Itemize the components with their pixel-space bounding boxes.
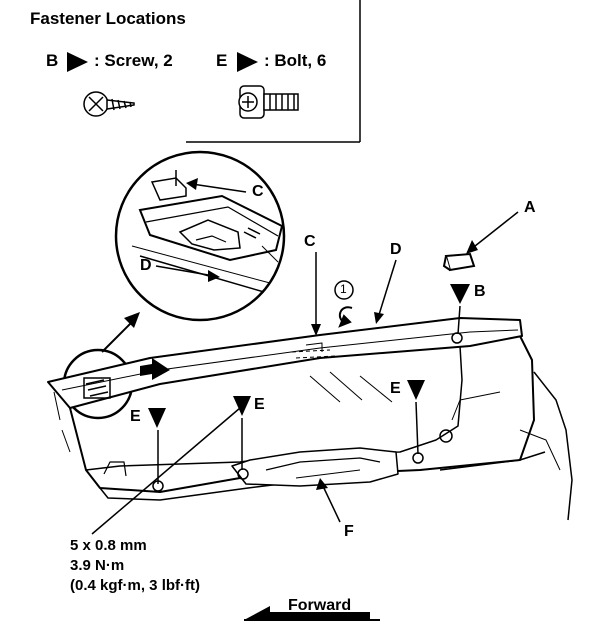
callout-c-detail: C	[252, 183, 264, 200]
bolt-icon	[238, 85, 299, 119]
clip-hatch	[83, 377, 111, 399]
screw-label: : Screw, 2	[94, 51, 173, 70]
forward-arrow	[244, 606, 380, 621]
legend-frame	[186, 0, 361, 143]
torque-imperial: (0.4 kgf·m, 3 lbf·ft)	[70, 577, 200, 594]
torque-size: 5 x 0.8 mm	[70, 537, 147, 554]
detail-magnifier	[114, 150, 286, 322]
b-marker-arrow	[67, 52, 88, 72]
step-number: 1	[340, 282, 347, 296]
leader-arrowheads	[186, 178, 478, 490]
pull-direction-arrow	[140, 358, 170, 380]
leader-lines	[91, 183, 519, 535]
magnify-leader	[101, 312, 140, 353]
forward-label: Forward	[288, 597, 352, 614]
torque-nm: 3.9 N·m	[70, 557, 125, 574]
callout-e-right: E	[390, 380, 401, 397]
screw-letter: B	[46, 51, 59, 70]
e-marker-mid	[233, 396, 251, 416]
e-marker-left	[148, 408, 166, 428]
screw-icon	[83, 91, 135, 117]
e-marker-arrow	[237, 52, 258, 72]
callout-d-main: D	[390, 241, 402, 258]
bolt-label: : Bolt, 6	[264, 51, 327, 70]
b-marker-panel	[450, 284, 470, 304]
callout-d-detail: D	[140, 257, 152, 274]
e-marker-right	[407, 380, 425, 400]
callout-f: F	[344, 523, 354, 540]
trim-panel	[47, 317, 573, 521]
callout-b: B	[474, 283, 486, 300]
bolt-letter: E	[216, 51, 228, 70]
callout-e-left: E	[130, 408, 141, 425]
legend-title: Fastener Locations	[30, 9, 186, 28]
step-rotation-arrow	[334, 280, 354, 328]
callout-a: A	[524, 199, 536, 216]
callout-e-mid: E	[254, 396, 265, 413]
callout-c-main: C	[304, 233, 316, 250]
clip-a	[442, 252, 476, 272]
